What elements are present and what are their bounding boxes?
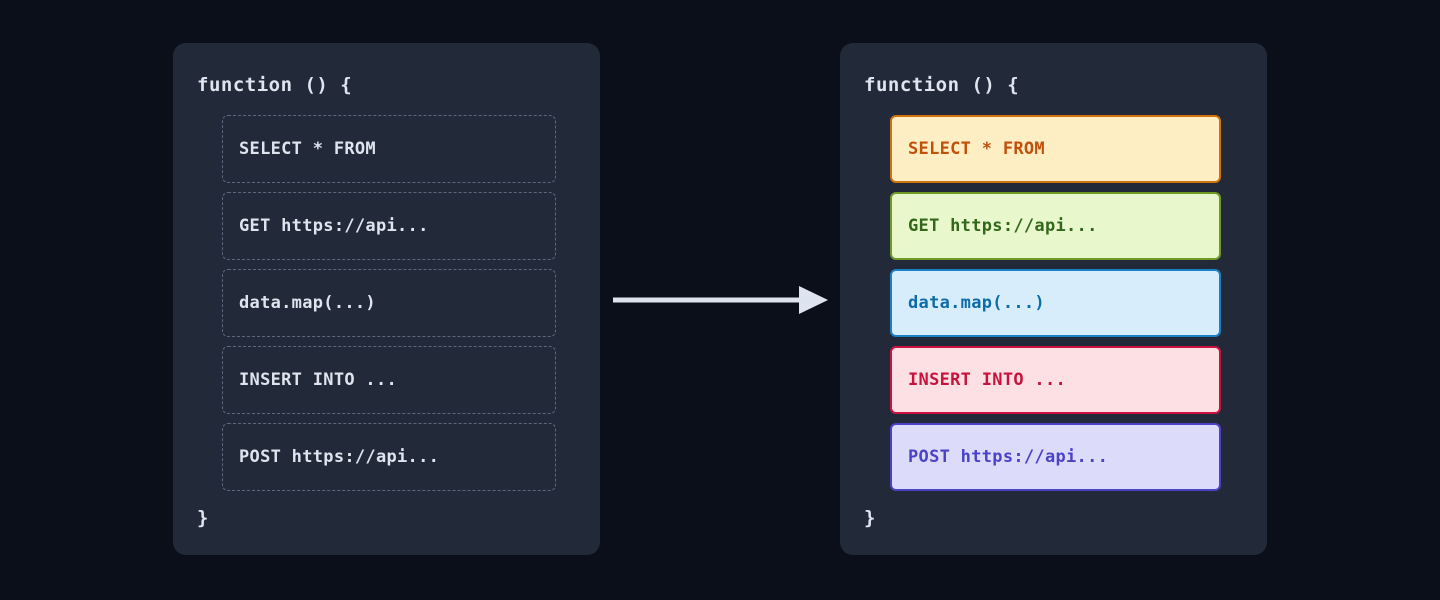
code-close-brace-after: } [864, 507, 876, 529]
code-open-brace-after: function () { [864, 74, 1020, 96]
code-close-brace-before: } [197, 507, 209, 529]
code-item-http-post[interactable]: POST https://api... [890, 423, 1221, 491]
code-item-plain[interactable]: POST https://api... [222, 423, 556, 491]
arrow-right-icon [613, 282, 828, 318]
panel-before: function () { SELECT * FROM GET https://a… [173, 43, 600, 555]
code-open-brace-before: function () { [197, 74, 353, 96]
code-item-plain[interactable]: INSERT INTO ... [222, 346, 556, 414]
item-list-after: SELECT * FROM GET https://api... data.map(… [890, 115, 1221, 491]
arrow-right-glyph [613, 286, 828, 314]
code-item-plain[interactable]: data.map(...) [222, 269, 556, 337]
panel-after: function () { SELECT * FROM GET https://a… [840, 43, 1267, 555]
code-item-sql-select[interactable]: SELECT * FROM [890, 115, 1221, 183]
code-item-sql-insert[interactable]: INSERT INTO ... [890, 346, 1221, 414]
code-item-plain[interactable]: SELECT * FROM [222, 115, 556, 183]
code-item-compute-map[interactable]: data.map(...) [890, 269, 1221, 337]
item-list-before: SELECT * FROM GET https://api... data.map(… [222, 115, 556, 491]
code-item-plain[interactable]: GET https://api... [222, 192, 556, 260]
code-item-http-get[interactable]: GET https://api... [890, 192, 1221, 260]
